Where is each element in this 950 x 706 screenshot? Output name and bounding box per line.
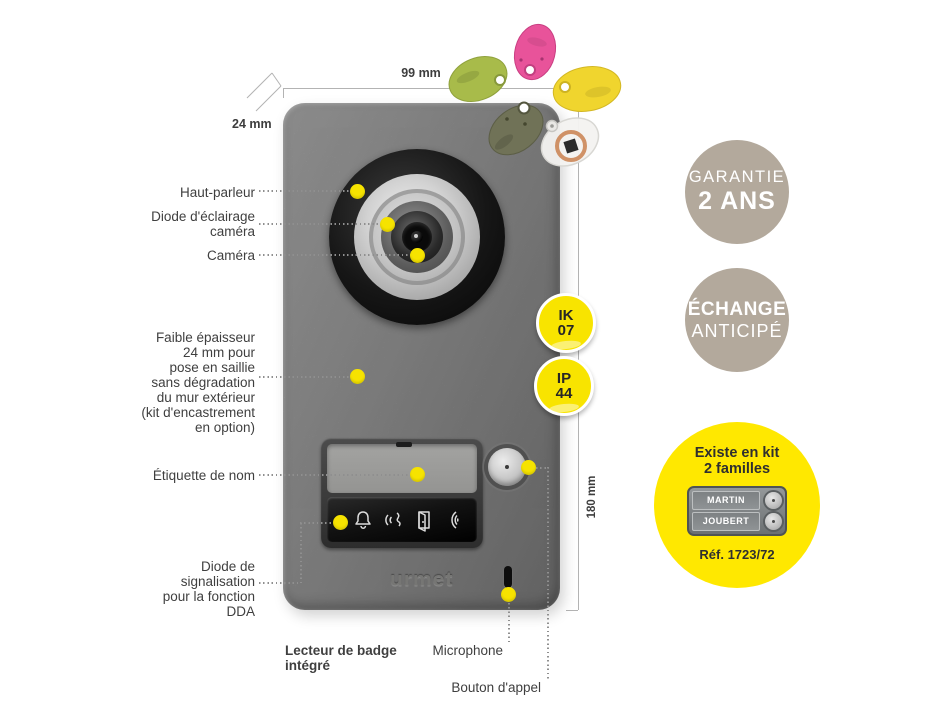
keyfob-green <box>448 56 508 102</box>
dot-diode-eclairage <box>380 217 395 232</box>
callout-microphone: Microphone <box>432 643 503 658</box>
echange-roundel: ÉCHANGE ANTICIPÉ <box>685 268 789 372</box>
dot-faible-epaisseur <box>350 369 365 384</box>
kit-offer-circle: Existe en kit 2 familles MARTIN JOUBERT … <box>654 422 820 588</box>
kit-title: Existe en kit 2 familles <box>694 445 780 477</box>
camera-inner-bezel <box>369 189 465 285</box>
lens-glint <box>414 234 418 238</box>
ip-line1: IP <box>556 370 572 387</box>
keyfob-transparent <box>540 117 600 167</box>
callout-diode-eclairage: Diode d'éclairage caméra <box>151 209 255 239</box>
callout-etiquette-nom: Étiquette de nom <box>152 468 255 483</box>
ik-line2: 07 <box>557 322 575 339</box>
echange-line2: ANTICIPÉ <box>691 320 783 341</box>
kit-row-2: JOUBERT <box>692 511 782 532</box>
camera-lens-core <box>411 231 423 243</box>
leader-diode-eclairage <box>259 223 383 225</box>
kit-button-1 <box>765 491 782 509</box>
ik-line1: IK <box>558 307 574 324</box>
rfid-keyfobs <box>448 23 622 167</box>
garantie-line1: GARANTIE <box>688 168 786 186</box>
dot-bouton-appel <box>521 460 536 475</box>
callout-haut-parleur: Haut-parleur <box>179 185 255 200</box>
dim-height-tick <box>566 610 578 611</box>
leader-microphone <box>508 603 510 642</box>
door-open-icon <box>417 510 430 532</box>
leader-bouton-appel-v <box>547 467 549 679</box>
brand-logo: urmet <box>390 568 454 591</box>
kit-nameplate-2: JOUBERT <box>692 512 760 532</box>
dim-height-label: 180 mm <box>586 475 598 519</box>
nameplate-module <box>321 438 483 548</box>
name-label-window <box>327 442 477 493</box>
leader-haut-parleur <box>259 190 353 192</box>
leader-faible-epaisseur <box>259 376 353 378</box>
dda-icon-strip <box>327 497 477 542</box>
name-window-notch <box>396 442 412 447</box>
keyfob-olive <box>488 101 544 156</box>
kit-row-1: MARTIN <box>692 490 782 511</box>
leader-diode-signalisation-h1 <box>259 582 301 584</box>
ip-rating-sticker: IP 44 <box>534 356 594 416</box>
leader-etiquette-nom <box>259 474 412 476</box>
dot-camera <box>410 248 425 263</box>
callout-bouton-appel: Bouton d'appel <box>451 680 541 695</box>
echange-line1: ÉCHANGE <box>687 298 787 320</box>
ip-line2: 44 <box>555 385 573 402</box>
microphone-slot <box>504 566 512 588</box>
sound-waves-icon <box>451 510 459 529</box>
rfid-chip <box>563 138 579 154</box>
dot-etiquette-nom <box>410 467 425 482</box>
dim-depth-label: 24 mm <box>232 117 272 131</box>
callout-faible-epaisseur: Faible épaisseur 24 mm pour pose en sail… <box>141 330 255 435</box>
callout-camera: Caméra <box>206 248 255 263</box>
dot-microphone <box>501 587 516 602</box>
leader-diode-signalisation-v <box>300 523 302 583</box>
leader-diode-signalisation-h2 <box>300 522 336 524</box>
dim-width-tick <box>283 88 284 98</box>
dim-width-line <box>283 88 578 89</box>
kit-2family-panel: MARTIN JOUBERT <box>687 486 787 536</box>
leader-camera <box>259 254 412 256</box>
dot-diode-signalisation <box>333 515 348 530</box>
kit-nameplate-1: MARTIN <box>692 490 760 510</box>
keyfob-yellow <box>552 66 622 112</box>
dot-haut-parleur <box>350 184 365 199</box>
garantie-roundel: GARANTIE 2 ANS <box>685 140 789 244</box>
callout-lecteur-badge: Lecteur de badge intégré <box>285 643 397 673</box>
garantie-line2: 2 ANS <box>698 187 776 215</box>
kit-reference: Réf. 1723/72 <box>699 547 775 562</box>
callout-diode-signalisation: Diode de signalisation pour la fonction … <box>162 559 255 619</box>
ik-rating-sticker: IK 07 <box>536 293 596 353</box>
keyfob-pink <box>513 23 557 81</box>
dim-width-label: 99 mm <box>401 66 441 80</box>
dim-depth-lines <box>246 72 282 112</box>
voice-call-icon <box>385 511 402 526</box>
kit-button-2 <box>765 513 782 531</box>
bell-icon <box>355 510 371 529</box>
